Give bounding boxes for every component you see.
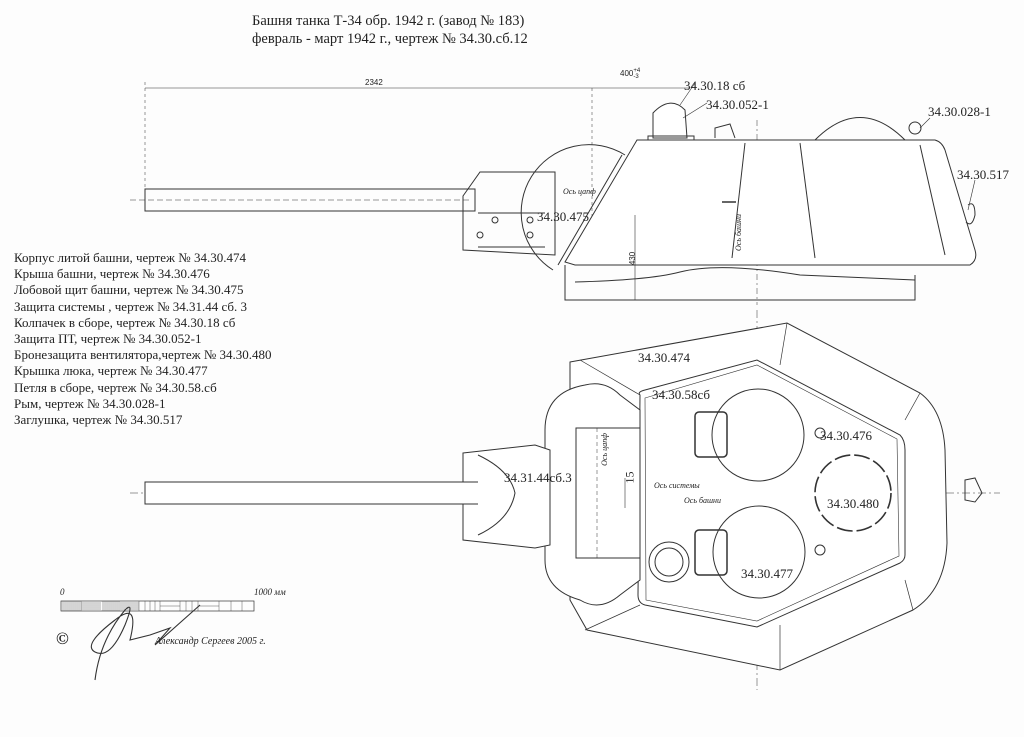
tolerance-lower: -3 (633, 74, 639, 80)
label-gun-guard: 34.31.44сб.3 (504, 470, 572, 485)
lifting-eye (908, 121, 922, 135)
turret-body (564, 139, 977, 266)
legend-item: Корпус литой башни, чертеж № 34.30.474 (14, 250, 246, 265)
label-roof: 34.30.476 (820, 428, 872, 443)
label-system-axis: Ось системы (654, 481, 700, 490)
legend-item: Крыша башни, чертеж № 34.30.476 (14, 266, 210, 282)
top-view (130, 310, 1000, 690)
scale-start: 0 (60, 587, 65, 597)
title-line-2: февраль - март 1942 г., чертеж № 34.30.с… (252, 31, 528, 47)
hatch-dome (814, 117, 906, 141)
label-hatch: 34.30.477 (741, 566, 793, 581)
legend-item: Рым, чертеж № 34.30.028-1 (14, 395, 166, 411)
label-cap: 34.30.18 сб (684, 78, 746, 93)
dimension-height: 430 (628, 251, 638, 266)
legend-item: Защита ПТ, чертеж № 34.30.052-1 (14, 331, 202, 347)
plug (965, 203, 976, 225)
hatch-right (712, 505, 806, 599)
label-turret-axis: Ось башни (734, 214, 743, 251)
label-lifting-eye: 34.30.028-1 (928, 104, 991, 119)
turret-lower-ring (564, 265, 916, 301)
hatch-left (711, 388, 805, 482)
legend-item: Заглушка, чертеж № 34.30.517 (14, 412, 183, 428)
periscope-cap (652, 102, 688, 139)
legend-item: Защита системы , чертеж № 34.31.44 сб. 3 (14, 298, 248, 314)
hatch-hinge-1 (694, 411, 728, 458)
legend-item: Петля в сборе, чертеж № 34.30.58.сб (14, 379, 217, 395)
drawing-title: Башня танка Т-34 обр. 1942 г. (завод № 1… (252, 12, 528, 48)
label-plug: 34.30.517 (957, 167, 1009, 182)
legend-item: Лобовой щит башни, чертеж № 34.30.475 (14, 282, 244, 298)
fan-armor (814, 454, 892, 532)
dimension-offset-value: 400 (620, 69, 634, 79)
hatch-hinge-2 (694, 529, 728, 576)
legend-item: Колпачек в сборе, чертеж № 34.30.18 сб (14, 314, 236, 330)
dimension-offset: 400+4-3 (620, 68, 640, 80)
label-turret-axis-top: Ось башни (684, 496, 721, 505)
label-trunnion-axis: Ось цапф (563, 187, 596, 196)
label-mantlet: 34.30.475 (537, 209, 589, 224)
pt-guard (714, 123, 736, 139)
mantlet (520, 144, 626, 271)
label-fan-armor: 34.30.480 (827, 496, 879, 511)
dimension-length: 2342 (365, 78, 383, 87)
legend-item: Бронезащита вентилятора,чертеж № 34.30.4… (14, 347, 272, 363)
title-line-1: Башня танка Т-34 обр. 1942 г. (завод № 1… (252, 13, 525, 29)
label-pt-guard: 34.30.052-1 (706, 97, 769, 112)
gun-barrel-top (144, 481, 496, 505)
signature (90, 604, 201, 681)
author-credit: Александр Сергеев 2005 г. (155, 636, 266, 647)
legend-item: Крышка люка, чертеж № 34.30.477 (14, 363, 208, 379)
dimension-axis-offset: 15 (622, 471, 637, 484)
turret-roof (637, 359, 906, 628)
copyright-symbol: © (56, 629, 69, 648)
gun-guard (462, 171, 556, 256)
parts-legend: Корпус литой башни, чертеж № 34.30.474 К… (14, 250, 271, 428)
label-hull: 34.30.474 (638, 350, 690, 365)
periscope-base (648, 541, 690, 583)
rear-plug (964, 477, 983, 503)
label-trunnion-axis-top: Ось цапф (599, 433, 609, 466)
scale-end: 1000 мм (254, 587, 286, 597)
scale-bar (60, 600, 255, 681)
label-hinge: 34.30.58сб (652, 387, 711, 402)
side-view (130, 82, 977, 305)
tolerance-upper: +4 (633, 68, 641, 74)
